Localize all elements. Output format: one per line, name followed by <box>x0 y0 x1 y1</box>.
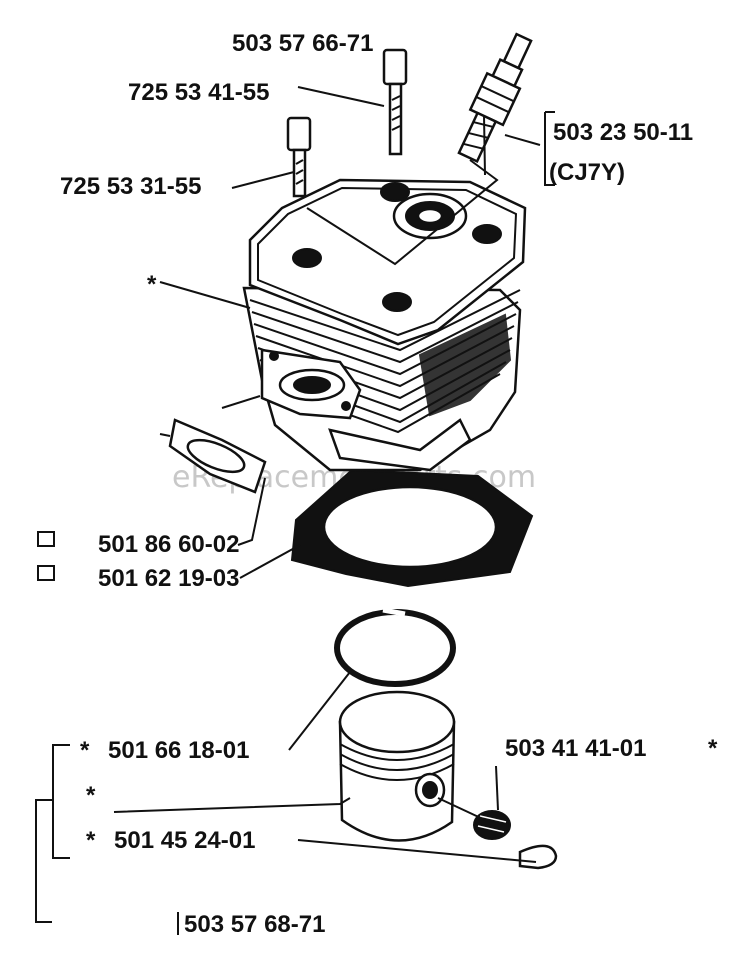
needle-bearing <box>473 810 511 840</box>
spark-plug <box>457 32 533 164</box>
label-spark-plug: 503 23 50-11 <box>553 119 693 146</box>
screw-short <box>286 116 312 198</box>
piston-ring <box>334 607 456 687</box>
piston <box>338 690 456 842</box>
label-screw-lower: 725 53 31-55 <box>60 173 201 200</box>
label-gasket-large: 501 62 19-03 <box>98 565 239 592</box>
label-cylinder-star: * <box>147 271 157 298</box>
gasket-large <box>290 468 534 588</box>
label-pin-star: * <box>86 827 96 854</box>
leader-lines <box>35 86 555 935</box>
gasket-large-marker <box>37 565 55 581</box>
label-ring-star: * <box>80 737 90 764</box>
label-screw-top: 503 57 66-71 <box>232 30 373 57</box>
screw-long <box>382 48 408 156</box>
circlip <box>518 844 558 870</box>
label-bearing: 503 41 41-01 <box>505 735 646 762</box>
label-spark-plug-type: (CJ7Y) <box>549 159 625 186</box>
gasket-small-marker <box>37 531 55 547</box>
label-screw-upper: 725 53 41-55 <box>128 79 269 106</box>
label-ring: 501 66 18-01 <box>108 737 249 764</box>
label-gasket-small: 501 86 60-02 <box>98 531 239 558</box>
gasket-small <box>159 418 267 494</box>
label-bearing-star: * <box>708 735 718 762</box>
label-pin: 501 45 24-01 <box>114 827 255 854</box>
label-piston-star: * <box>86 782 96 809</box>
label-kit: 503 57 68-71 <box>184 911 325 938</box>
cylinder <box>221 178 527 472</box>
